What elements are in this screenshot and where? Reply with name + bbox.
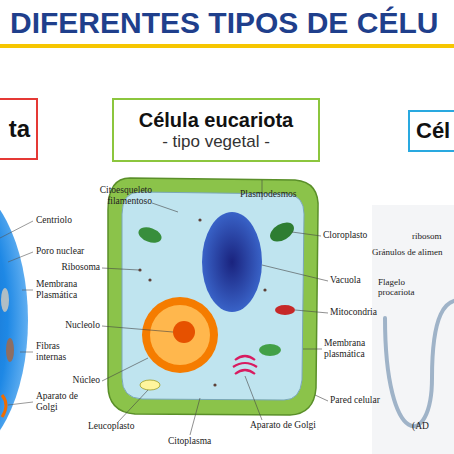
part-label: Ribosoma (44, 262, 100, 273)
leader-lines (102, 180, 328, 435)
part-label: Flagelo procariota (378, 277, 428, 298)
chloroplast (136, 224, 163, 245)
box-heading: Célula eucariota (120, 108, 312, 132)
leader-lines (0, 221, 33, 405)
nucleolus (173, 321, 195, 343)
panel (372, 205, 454, 454)
box-heading: ta (4, 115, 30, 144)
flagellum (385, 300, 454, 426)
cytoplasm (122, 192, 304, 400)
vacuole (202, 212, 262, 312)
cell-wall (108, 178, 318, 415)
header-box: Célula eucariota- tipo vegetal - (112, 98, 320, 162)
mitochondrion (275, 305, 295, 315)
box-heading: Cél (416, 118, 454, 144)
part-label: Mitocondria (330, 307, 392, 318)
part-label: Nucleolo (44, 320, 100, 331)
page-title: DIFERENTES TIPOS DE CÉLU (10, 5, 438, 41)
animal-cell (0, 180, 28, 454)
part-label: Gránulos de alimen (372, 247, 452, 257)
part-label: Aparato de Golgi (36, 391, 84, 413)
part-label: (AD (412, 421, 452, 432)
organelle (6, 338, 14, 362)
part-label: Núcleo (44, 375, 100, 386)
ribosomes (138, 218, 266, 386)
part-label: Leucoplasto (88, 421, 158, 432)
title-band (0, 44, 454, 48)
part-label: Poro nuclear (36, 246, 96, 257)
nucleus-inner (150, 305, 210, 365)
golgi (233, 356, 257, 374)
part-label: ribosom (412, 231, 452, 241)
part-label: Citoplasma (168, 436, 238, 447)
part-label: Pared celular (330, 395, 396, 406)
part-label: Membrana plasmática (324, 338, 390, 360)
golgi (2, 395, 6, 417)
chloroplast (259, 344, 281, 356)
header-box: ta (0, 98, 38, 160)
part-label: Membrana Plasmática (36, 279, 91, 301)
part-label: Citoesqueleto filamentoso (78, 185, 152, 207)
header-box: Cél (408, 110, 454, 152)
organelle (1, 288, 9, 312)
part-label: Aparato de Golgi (250, 420, 330, 431)
box-subheading: - tipo vegetal - (120, 132, 312, 152)
part-label: Fibras internas (36, 341, 84, 363)
leucoplast (140, 380, 160, 390)
part-label: Cloroplasto (323, 230, 389, 241)
nucleus (142, 297, 218, 373)
part-label: Centriolo (36, 215, 96, 226)
part-label: Plasmodesmos (240, 189, 320, 200)
